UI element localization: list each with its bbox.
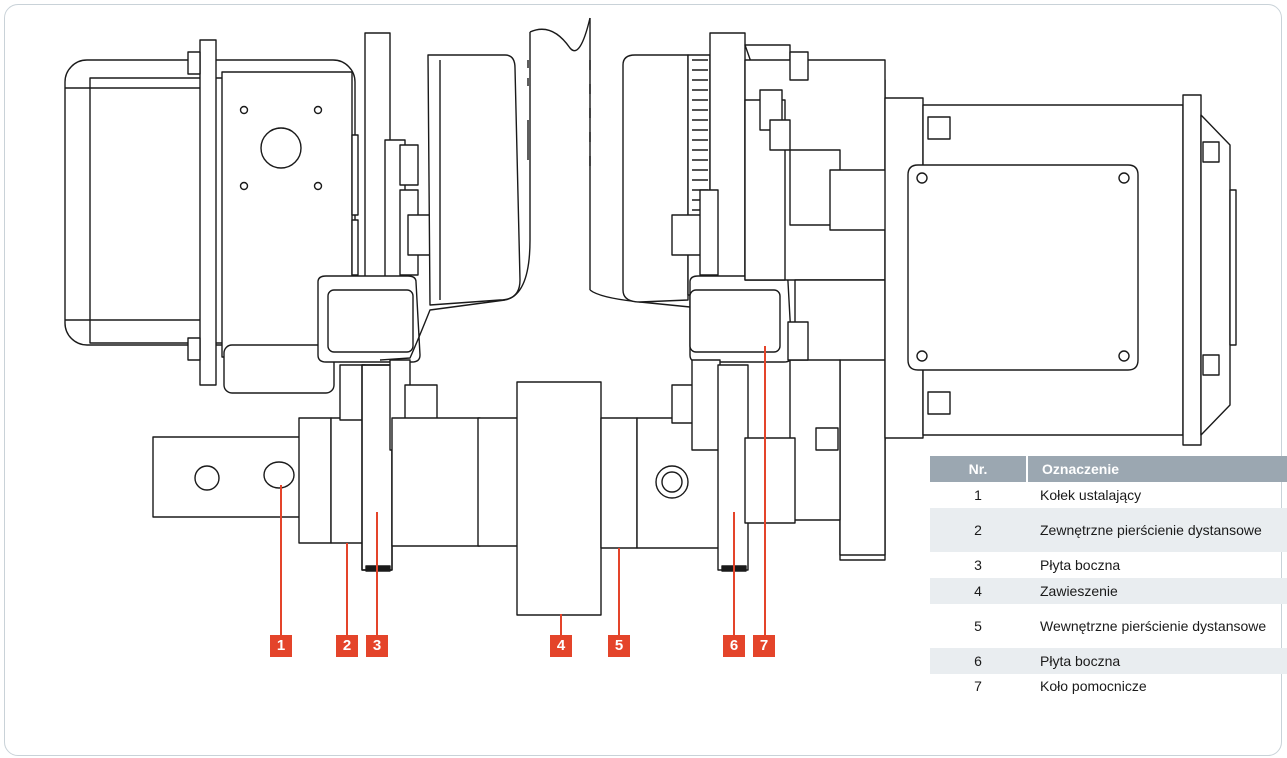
legend-header: Nr. Oznaczenie: [930, 456, 1287, 482]
legend-header-nr: Nr.: [930, 456, 1028, 482]
outer-spacer-left: [298, 417, 364, 544]
left-wheel-assembly: [364, 32, 521, 306]
legend-row-label: Kołek ustalający: [1040, 487, 1142, 503]
legend-row-nr: 4: [974, 583, 982, 599]
suspension-block: [516, 381, 602, 616]
legend-row-nr: 3: [974, 557, 982, 573]
legend-row-nr: 1: [974, 487, 982, 503]
legend-row-label: Zawieszenie: [1040, 583, 1118, 599]
leader-lines: [280, 346, 766, 636]
right-motor: [884, 94, 1237, 446]
figure-frame: [4, 4, 1282, 756]
legend-row-nr: 5: [974, 618, 982, 634]
callout-5: 5: [608, 635, 630, 657]
legend-row-nr: 2: [974, 522, 982, 538]
legend-row: 6 Płyta boczna: [930, 648, 1287, 674]
legend-row: 5 Wewnętrzne pierścienie dystansowe: [930, 604, 1287, 648]
right-wheel-assembly: [622, 32, 746, 303]
axle-left: [391, 417, 519, 547]
legend-row-label: Koło pomocnicze: [1040, 677, 1147, 694]
legend-row: 1 Kołek ustalający: [930, 482, 1287, 508]
legend-table: Nr. Oznaczenie 1 Kołek ustalający 2 Zewn…: [930, 456, 1287, 697]
legend-row: 4 Zawieszenie: [930, 578, 1287, 604]
legend-header-label: Oznaczenie: [1042, 461, 1120, 477]
left-plate: [187, 39, 217, 386]
callout-7: 7: [753, 635, 775, 657]
legend-row-nr: 7: [974, 677, 982, 694]
legend-row-nr: 6: [974, 653, 982, 669]
callout-1: 1: [270, 635, 292, 657]
legend-row-label: Płyta boczna: [1040, 653, 1121, 669]
right-guide-frame: [689, 275, 793, 363]
legend-row-label: Płyta boczna: [1040, 557, 1121, 573]
callout-6: 6: [723, 635, 745, 657]
callout-2: 2: [336, 635, 358, 657]
legend-row: 3 Płyta boczna: [930, 552, 1287, 578]
callout-4: 4: [550, 635, 572, 657]
legend-row: 2 Zewnętrzne pierścienie dystansowe: [930, 508, 1287, 552]
right-gearbox: [744, 44, 891, 561]
callout-3: 3: [366, 635, 388, 657]
pin-bracket: [152, 436, 302, 518]
legend-row: 7 Koło pomocnicze: [930, 674, 1287, 697]
legend-row-label: Zewnętrzne pierścienie dystansowe: [1040, 522, 1262, 538]
legend-row-label: Wewnętrzne pierścienie dystansowe: [1040, 618, 1267, 634]
left-guide-frame: [317, 275, 421, 363]
